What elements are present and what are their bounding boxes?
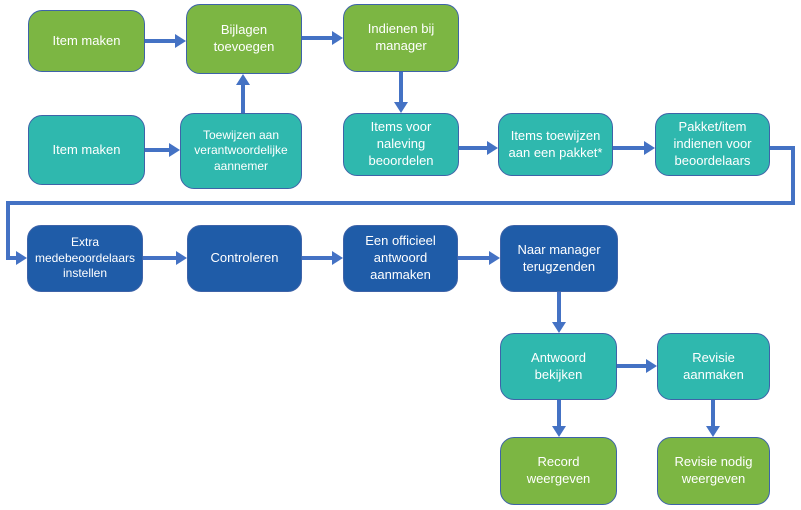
arrow-line-toewijzen-to-bijlagen (241, 85, 245, 113)
arrow-line-wrap-long-horizontal (6, 201, 795, 205)
node-revisie-aanmaken: Revisie aanmaken (657, 333, 770, 400)
node-bijlagen-toevoegen: Bijlagen toevoegen (186, 4, 302, 74)
arrow-head-controleren-to-antwoord (332, 251, 343, 265)
node-revisie-nodig-weergeven: Revisie nodig weergeven (657, 437, 770, 505)
arrow-line-indienen-to-naleving (399, 72, 403, 102)
arrow-line-bekijken-to-record (557, 400, 561, 426)
arrow-line-naleving-to-pakket-toewijzen (459, 146, 487, 150)
arrow-line-bijlagen-to-indienen (302, 36, 332, 40)
node-extra-medebeoordelaars: Extra medebeoordelaars instellen (27, 225, 143, 292)
arrow-line-wrap-into-extra (6, 256, 17, 260)
arrow-head-manager-to-bekijken (552, 322, 566, 333)
arrow-line-bekijken-to-revisie (617, 364, 646, 368)
arrow-head-antwoord-to-manager (489, 251, 500, 265)
node-toewijzen-aannemer: Toewijzen aan verantwoordelijke aannemer (180, 113, 302, 189)
arrow-line-item-maken-to-toewijzen (145, 148, 169, 152)
arrow-head-extra-to-controleren (176, 251, 187, 265)
arrow-head-item-maken-to-bijlagen (175, 34, 186, 48)
arrow-line-controleren-to-antwoord (302, 256, 332, 260)
node-item-maken-bottom: Item maken (28, 115, 145, 185)
node-record-weergeven: Record weergeven (500, 437, 617, 505)
node-officieel-antwoord: Een officieel antwoord aanmaken (343, 225, 458, 292)
arrow-line-wrap-right-horizontal (770, 146, 795, 150)
arrow-head-pakket-toewijzen-to-indienen (644, 141, 655, 155)
node-items-voor-naleving: Items voor naleving beoordelen (343, 113, 459, 176)
arrow-line-manager-to-bekijken (557, 292, 561, 322)
arrow-head-revisie-to-nodig (706, 426, 720, 437)
node-item-maken-top: Item maken (28, 10, 145, 72)
arrow-head-indienen-to-naleving (394, 102, 408, 113)
arrow-line-extra-to-controleren (143, 256, 176, 260)
node-antwoord-bekijken: Antwoord bekijken (500, 333, 617, 400)
arrow-head-naleving-to-pakket-toewijzen (487, 141, 498, 155)
arrow-head-bekijken-to-record (552, 426, 566, 437)
arrow-line-wrap-left-vertical (6, 201, 10, 258)
arrow-line-item-maken-to-bijlagen (145, 39, 175, 43)
arrow-head-bijlagen-to-indienen (332, 31, 343, 45)
node-controleren: Controleren (187, 225, 302, 292)
arrow-line-wrap-right-vertical (791, 146, 795, 203)
node-items-toewijzen-pakket: Items toewijzen aan een pakket* (498, 113, 613, 176)
node-indienen-bij-manager: Indienen bij manager (343, 4, 459, 72)
arrow-head-bekijken-to-revisie (646, 359, 657, 373)
arrow-line-pakket-toewijzen-to-indienen (613, 146, 644, 150)
arrow-head-wrap-into-extra (16, 251, 27, 265)
node-pakket-item-indienen: Pakket/item indienen voor beoordelaars (655, 113, 770, 176)
arrow-line-revisie-to-nodig (711, 400, 715, 426)
arrow-head-item-maken-to-toewijzen (169, 143, 180, 157)
node-naar-manager-terugzenden: Naar manager terugzenden (500, 225, 618, 292)
arrow-head-toewijzen-to-bijlagen (236, 74, 250, 85)
arrow-line-antwoord-to-manager (458, 256, 489, 260)
